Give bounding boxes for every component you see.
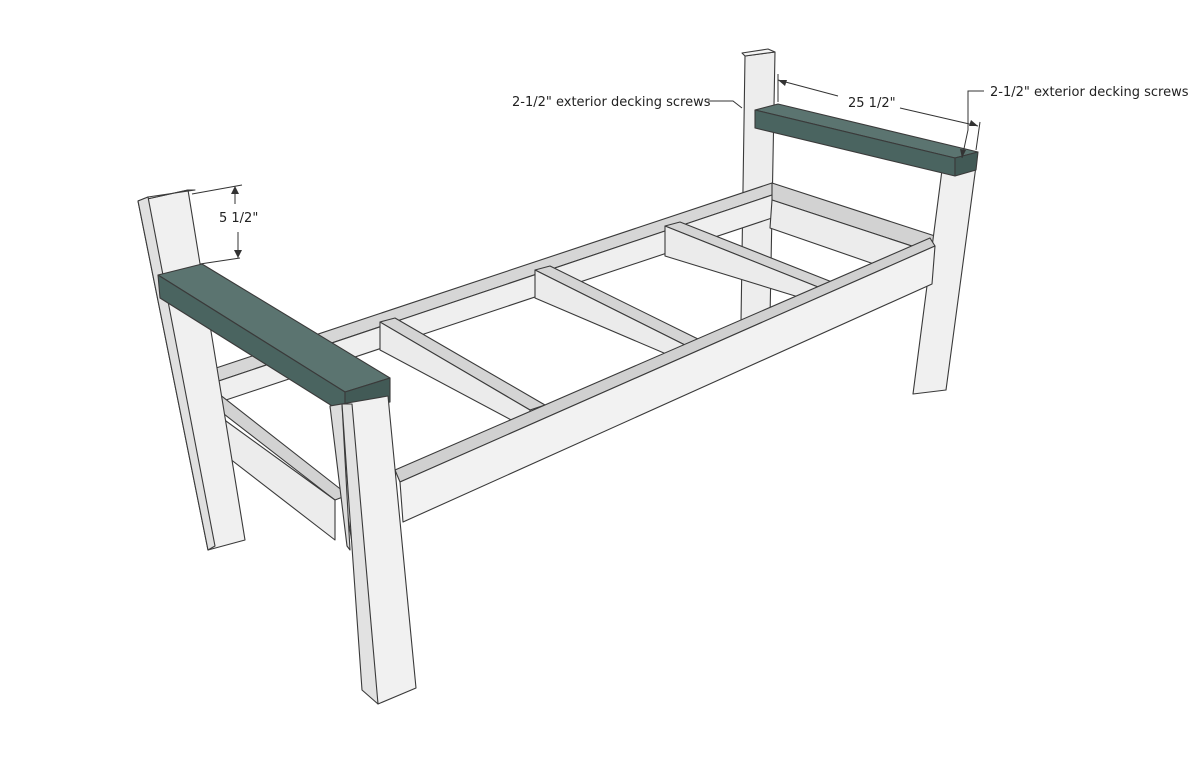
callout-screws-right: 2-1/2" exterior decking screws	[960, 85, 1189, 159]
cross-slat-1	[379, 317, 546, 431]
callout-screws-left: 2-1/2" exterior decking screws	[512, 95, 743, 110]
dimension-width: 25 1/2"	[777, 74, 981, 151]
right-armrest	[754, 103, 979, 177]
front-left-leg	[329, 395, 417, 705]
callout-screws-left-label: 2-1/2" exterior decking screws	[512, 95, 711, 110]
dimension-width-label: 25 1/2"	[848, 96, 896, 111]
cross-slat-2	[534, 265, 701, 363]
dimension-height: 5 1/2"	[191, 184, 258, 265]
callout-screws-right-label: 2-1/2" exterior decking screws	[990, 85, 1189, 100]
dimension-height-label: 5 1/2"	[219, 211, 258, 226]
front-long-rail	[394, 237, 936, 523]
